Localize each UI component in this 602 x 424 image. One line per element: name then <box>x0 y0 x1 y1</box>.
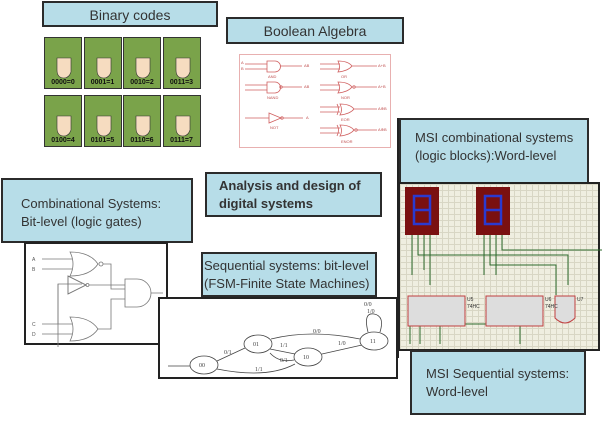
binary-code-tile: 0100=4 <box>44 95 82 147</box>
seq-line-1: Sequential systems: bit-level <box>204 258 369 273</box>
binary-codes-image: 0000=0 0001=1 0010=2 0011=3 0100=4 0101=5 0110… <box>44 37 202 147</box>
binary-code-text: 0001=1 <box>90 79 115 86</box>
binary-code-text: 0101=5 <box>90 137 115 144</box>
seq-line-2: (FSM-Finite State Machines) <box>204 276 370 291</box>
u6-label: U6 <box>545 297 552 303</box>
sequential-systems-label: Sequential systems: bit-level (FSM-Finite… <box>201 252 377 297</box>
input-b: B <box>32 267 36 273</box>
binary-code-tile: 0110=6 <box>123 95 161 147</box>
enor-output: A⊕B <box>378 127 387 132</box>
eor-label: EOR <box>341 117 350 122</box>
binary-code-text: 0110=6 <box>130 137 154 144</box>
combinational-systems-label: Combinational Systems: Bit-level (logic g… <box>1 178 193 243</box>
msi-seq-line-2: Word-level <box>426 384 488 399</box>
enor-label: ENOR <box>341 139 353 144</box>
hand-icon <box>175 57 190 79</box>
hand-icon <box>96 57 111 79</box>
and-output: AB <box>304 63 310 68</box>
binary-code-tile: 0011=3 <box>162 37 201 89</box>
chip-label: 74HC <box>467 304 480 310</box>
or-label: OR <box>341 74 347 79</box>
hand-icon <box>135 57 151 79</box>
hand-icon <box>135 115 151 137</box>
binary-code-text: 0010=2 <box>130 79 154 86</box>
binary-code-tile: 0010=2 <box>123 37 161 89</box>
binary-code-text: 0011=3 <box>169 79 194 86</box>
analysis-line-2: digital systems <box>219 196 313 211</box>
analysis-line-1: Analysis and design of <box>219 178 361 193</box>
comb-line-2: Bit-level (logic gates) <box>21 214 142 229</box>
or-output: A+B <box>378 63 386 68</box>
binary-code-tile: 0001=1 <box>83 37 122 89</box>
binary-code-text: 0000=0 <box>51 79 75 86</box>
binary-code-text: 0111=7 <box>170 137 193 144</box>
state-00: 00 <box>199 363 205 369</box>
eor-output: A⊕B <box>378 106 387 111</box>
state-01: 01 <box>253 342 259 348</box>
u5-label: U5 <box>467 297 474 303</box>
msi-comb-line-2: (logic blocks):Word-level <box>415 148 557 163</box>
binary-code-tile: 0000=0 <box>44 37 82 89</box>
binary-codes-label: Binary codes <box>42 1 218 27</box>
gate-input-b: B <box>241 66 244 71</box>
not-output: A <box>306 115 309 120</box>
binary-code-tile: 0111=7 <box>162 95 201 147</box>
transition-label: 0/1 <box>224 350 232 356</box>
hand-icon <box>56 57 72 79</box>
input-d: D <box>32 332 36 338</box>
binary-code-text: 0100=4 <box>51 137 75 144</box>
nand-output: AB <box>304 84 310 89</box>
boolean-algebra-label: Boolean Algebra <box>226 17 404 44</box>
boolean-algebra-text: Boolean Algebra <box>263 23 367 39</box>
input-a: A <box>32 257 36 263</box>
transition-label: 1/1 <box>255 367 263 373</box>
msi-combinational-label: MSI combinational systems (logic blocks):… <box>399 118 589 184</box>
hand-icon <box>175 115 190 137</box>
binary-code-tile: 0101=5 <box>83 95 122 147</box>
nor-label: NOR <box>341 95 350 100</box>
input-c: C <box>32 322 36 328</box>
comb-line-1: Combinational Systems: <box>21 196 162 211</box>
and-label: AND <box>268 74 277 79</box>
u7-label: U7 <box>577 297 584 303</box>
msi-comb-line-1: MSI combinational systems <box>415 130 574 145</box>
analysis-design-label: Analysis and design of digital systems <box>205 172 382 217</box>
transition-label: 1/1 <box>280 343 288 349</box>
not-label: NOT <box>270 125 279 130</box>
nand-label: NAND <box>267 95 278 100</box>
msi-sequential-label: MSI Sequential systems: Word-level <box>410 350 586 415</box>
transition-label: 0/0 <box>364 302 372 308</box>
chip-label: 74HC <box>545 304 558 310</box>
state-11: 11 <box>370 339 376 345</box>
transition-label: 0/1 <box>280 358 288 364</box>
nor-output: A+B <box>378 84 386 89</box>
state-10: 10 <box>303 355 309 361</box>
hand-icon <box>96 115 111 137</box>
transition-label: 0/0 <box>313 329 321 335</box>
transition-label: 1/0 <box>338 341 346 347</box>
gate-input-a: A <box>241 60 244 65</box>
binary-codes-text: Binary codes <box>89 7 171 23</box>
transition-label: 1/0 <box>367 309 375 315</box>
msi-seq-line-1: MSI Sequential systems: <box>426 366 570 381</box>
hand-icon <box>56 115 72 137</box>
